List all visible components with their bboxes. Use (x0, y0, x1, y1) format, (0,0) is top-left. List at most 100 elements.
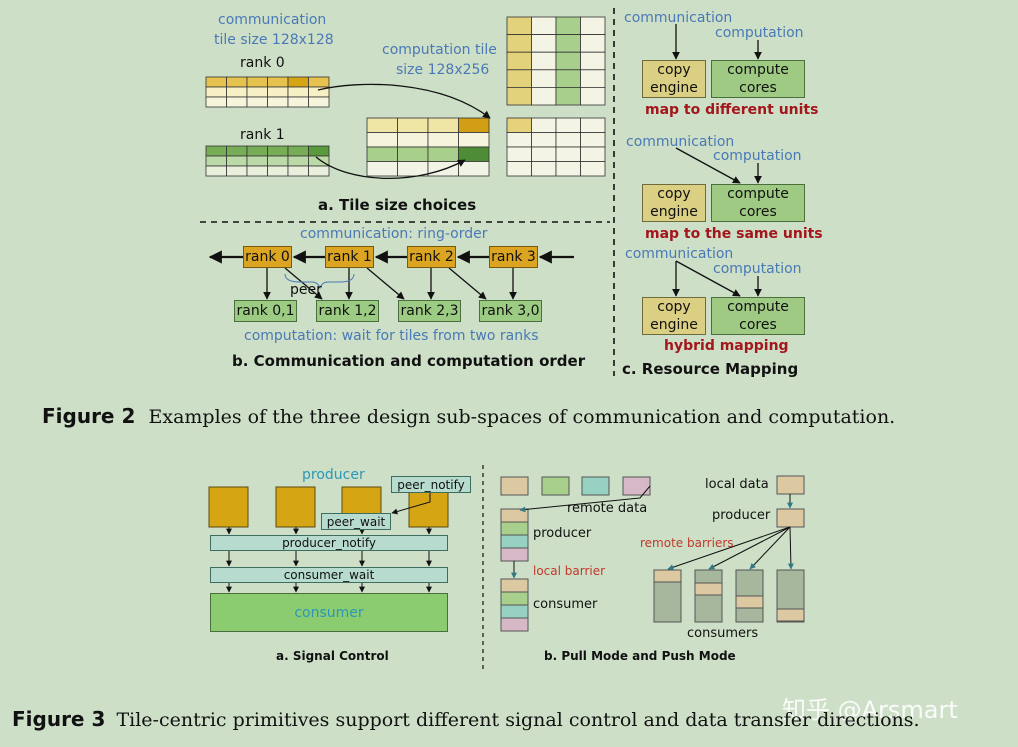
computation-weight-grid-cell (555, 16, 581, 36)
computation-weight-grid-cell (580, 34, 606, 53)
computation-tile-strip-cell (397, 146, 429, 162)
peer-brace (284, 273, 355, 290)
c2-communication-label: communication (626, 134, 735, 150)
comm-tile-label-line1: communication (218, 12, 327, 28)
figure2-caption: Figure 2 Examples of the three design su… (42, 404, 895, 428)
rank0-tile-strip-cell (246, 86, 268, 98)
rank0-tile-strip-cell (287, 96, 309, 108)
rank-box-1: rank 1 (325, 246, 374, 268)
computation-tile-strip-cell (397, 117, 429, 133)
figure3-caption: Figure 3 Tile-centric primitives support… (12, 707, 920, 731)
computation-weight-grid-cell (531, 34, 557, 53)
figure2-number: Figure 2 (42, 404, 136, 428)
c2-comm-arrow (675, 147, 741, 184)
computation-tile-strip-cell (458, 161, 490, 177)
computation-tile-strip-cell (427, 117, 459, 133)
map-same-units-label: map to the same units (645, 226, 823, 242)
push-producer-tile (776, 508, 805, 528)
computation-output-grid-cell (555, 146, 581, 162)
pair-box-0: rank 0,1 (234, 300, 297, 322)
peer-notify-to-wait (391, 493, 431, 515)
peer-wait-box: peer_wait (321, 513, 391, 530)
computation-output-grid-cell (580, 117, 606, 133)
comp-tile-label-line2: size 128x256 (396, 62, 490, 78)
watermark-logo: 知乎 @Arsmart (782, 696, 958, 724)
remote-barriers-label: remote barriers (640, 536, 734, 550)
computation-tile-strip-cell (397, 132, 429, 148)
fig2b-caption: b. Communication and computation order (232, 352, 586, 370)
peer-notify-box: peer_notify (391, 476, 471, 493)
rank1-tile-strip-cell (226, 145, 248, 157)
consumer-stack-layer-3 (500, 617, 529, 632)
rank1-tile-strip-cell (308, 165, 330, 177)
computation-output-grid-cell (506, 161, 532, 177)
computation-weight-grid-cell (555, 87, 581, 106)
computation-weight-grid-cell (580, 87, 606, 106)
fig2a-caption: a. Tile size choices (318, 196, 477, 214)
computation-weight-grid-cell (531, 51, 557, 71)
consumer-slot-1 (694, 582, 723, 596)
computation-tile-strip-cell (366, 161, 398, 177)
c3-communication-label: communication (625, 246, 734, 262)
computation-weight-grid-cell (555, 69, 581, 88)
hybrid-mapping-label: hybrid mapping (664, 338, 789, 354)
figure3-number: Figure 3 (12, 707, 106, 731)
producer-tile-1 (275, 486, 316, 528)
rank0-tile-strip-cell (205, 86, 227, 98)
remote-data-tile-0 (500, 476, 529, 496)
wait-label: computation: wait for tiles from two ran… (244, 328, 539, 344)
computation-output-grid-cell (506, 146, 532, 162)
rank0-tile-strip-cell (226, 86, 248, 98)
rank0-tile-strip-cell (287, 86, 309, 98)
rank0-tile-strip-cell (267, 86, 289, 98)
rank0-tile-strip-cell (308, 76, 330, 88)
fig3b-consumer-label: consumer (533, 597, 598, 612)
remote-data-label: remote data (567, 501, 648, 516)
producer-notify-bar: producer_notify (210, 535, 448, 551)
consumer-column-1 (694, 569, 723, 623)
c1-computation-label: computation (715, 25, 804, 41)
c1-communication-label: communication (624, 10, 733, 26)
rank0-tile-strip-cell (308, 96, 330, 108)
computation-tile-strip-cell (458, 146, 490, 162)
comp-tile-label-line1: computation tile (382, 42, 497, 58)
consumer-block: consumer (210, 593, 448, 632)
computation-weight-grid-cell (531, 16, 557, 36)
computation-tile-strip-cell (427, 132, 459, 148)
consumer-wait-bar: consumer_wait (210, 567, 448, 583)
rank0-to-pair1-arrow (284, 267, 323, 300)
rank1-to-comp-arrow (315, 156, 466, 179)
computation-tile-strip-cell (366, 146, 398, 162)
rank0-tile-strip-cell (226, 96, 248, 108)
c3-computation-label: computation (713, 261, 802, 277)
fig3a-producer-label: producer (302, 467, 365, 483)
computation-output-grid-cell (531, 161, 557, 177)
fig3a-caption: a. Signal Control (276, 649, 389, 663)
producer-stack-layer-0 (500, 508, 529, 523)
fig2c-caption: c. Resource Mapping (622, 360, 799, 378)
rank-box-2: rank 2 (407, 246, 456, 268)
rank0-to-comp-arrow (317, 83, 491, 119)
computation-output-grid-cell (580, 132, 606, 148)
consumer-stack-layer-0 (500, 578, 529, 593)
rank1-tile-strip-cell (226, 155, 248, 167)
rank0-tile-strip-cell (267, 76, 289, 88)
local-data-tile (776, 475, 805, 495)
computation-tile-strip-cell (458, 132, 490, 148)
computation-tile-strip-cell (397, 161, 429, 177)
rank1-tile-strip-cell (308, 145, 330, 157)
rank1-tile-strip-cell (267, 145, 289, 157)
computation-output-grid-cell (531, 146, 557, 162)
connectors (200, 8, 794, 672)
push-arrow-2 (749, 526, 791, 570)
rank0-tile-strip-cell (246, 96, 268, 108)
computation-tile-strip-cell (427, 146, 459, 162)
consumer-slot-2 (735, 595, 764, 609)
remote-data-gather-arrow (519, 485, 651, 513)
computation-output-grid-cell (580, 146, 606, 162)
computation-weight-grid-cell (555, 34, 581, 53)
